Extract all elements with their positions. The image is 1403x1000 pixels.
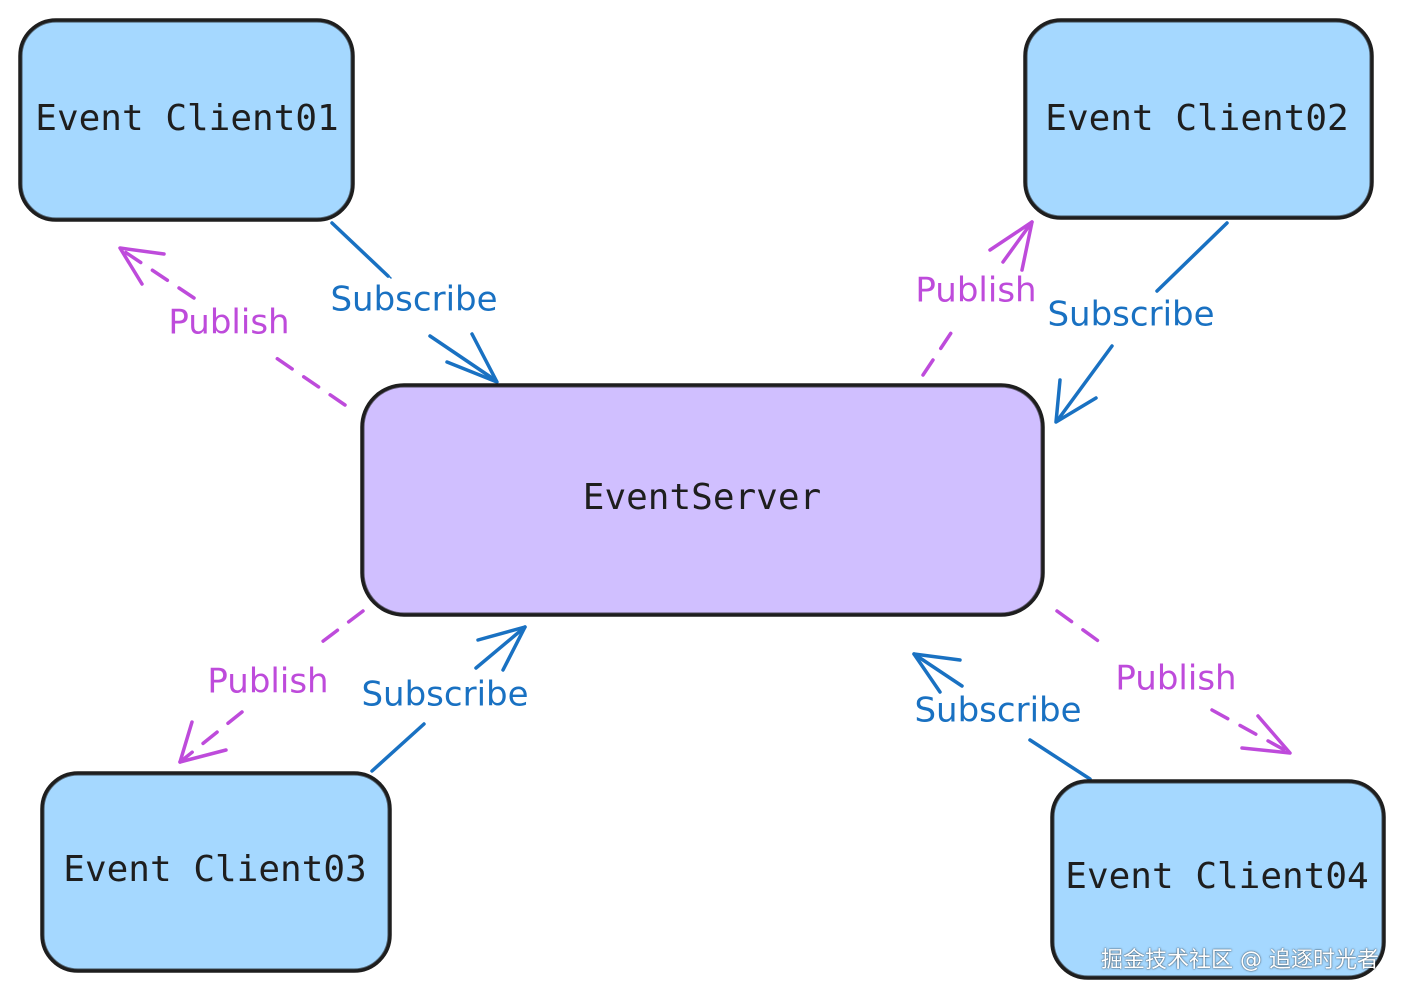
node-event-client01-label: Event Client01 xyxy=(35,98,338,139)
node-event-client02[interactable]: Event Client02 xyxy=(1023,18,1374,220)
edge-label-client01-publish: Publish xyxy=(168,303,289,343)
node-event-server[interactable]: EventServer xyxy=(360,383,1045,617)
edge-label-client01-subscribe: Subscribe xyxy=(330,280,497,320)
node-event-client03[interactable]: Event Client03 xyxy=(40,771,392,973)
edge-client01-subscribe xyxy=(330,221,499,384)
edge-client02-publish xyxy=(921,220,1034,377)
edge-label-client03-publish: Publish xyxy=(207,662,328,702)
edge-client04-subscribe xyxy=(912,652,1092,781)
edge-label-client03-subscribe: Subscribe xyxy=(361,675,528,715)
edge-client03-publish xyxy=(178,609,365,764)
edge-label-client02-subscribe: Subscribe xyxy=(1047,295,1214,335)
node-event-client03-label: Event Client03 xyxy=(63,849,366,890)
node-event-server-label: EventServer xyxy=(583,477,821,518)
edge-client03-subscribe xyxy=(370,625,527,773)
edge-label-client04-subscribe: Subscribe xyxy=(914,691,1081,731)
watermark: 掘金技术社区 @ 追逐时光者 xyxy=(1101,948,1379,973)
edge-label-client02-publish: Publish xyxy=(915,271,1036,311)
node-event-client04[interactable]: Event Client04 xyxy=(1050,779,1386,980)
node-event-client01[interactable]: Event Client01 xyxy=(18,18,355,222)
edge-client02-subscribe xyxy=(1054,221,1229,424)
node-event-client04-label: Event Client04 xyxy=(1065,856,1368,897)
edge-client04-publish xyxy=(1055,609,1292,755)
subscribe-arrow-head xyxy=(428,334,497,382)
edge-label-client04-publish: Publish xyxy=(1115,659,1236,699)
node-event-client02-label: Event Client02 xyxy=(1045,98,1348,139)
edge-client01-publish xyxy=(118,246,347,407)
